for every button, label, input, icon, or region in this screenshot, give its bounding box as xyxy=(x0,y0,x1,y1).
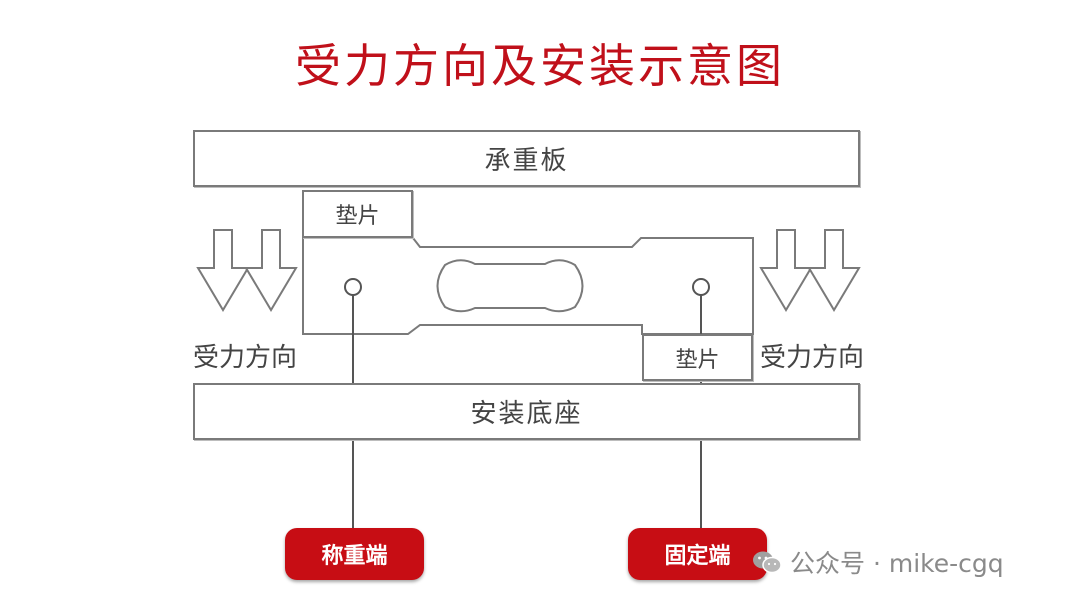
mounting-hole-weighing xyxy=(344,278,362,296)
diagram-title: 受力方向及安装示意图 xyxy=(295,39,785,93)
force-direction-label-left: 受力方向 xyxy=(193,343,298,373)
down-arrow-icon xyxy=(807,229,861,312)
watermark-text: 公众号 · mike-cgq xyxy=(790,549,1004,578)
load-plate: 承重板 xyxy=(193,130,860,187)
mounting-base: 安装底座 xyxy=(193,383,860,440)
fixed-end-badge: 固定端 xyxy=(628,528,767,580)
weighing-end-badge: 称重端 xyxy=(285,528,424,580)
mounting-hole-fixed xyxy=(692,278,710,296)
fixed-end-label: 固定端 xyxy=(664,544,731,569)
shim-top: 垫片 xyxy=(302,190,413,238)
shim-bottom-label: 垫片 xyxy=(675,347,720,373)
force-arrows-left xyxy=(196,229,298,312)
down-arrow-icon xyxy=(244,229,298,312)
mounting-base-label: 安装底座 xyxy=(470,399,583,429)
wechat-icon xyxy=(753,551,782,574)
shim-bottom: 垫片 xyxy=(642,334,753,381)
watermark: 公众号 · mike-cgq xyxy=(752,544,1004,580)
force-direction-label-right: 受力方向 xyxy=(760,343,865,373)
load-plate-label: 承重板 xyxy=(484,146,569,176)
force-arrows-right xyxy=(759,229,861,312)
strain-gauge-slot xyxy=(436,259,584,313)
weighing-end-label: 称重端 xyxy=(321,544,388,569)
down-arrow-icon xyxy=(196,229,250,312)
shim-top-label: 垫片 xyxy=(335,204,380,229)
down-arrow-icon xyxy=(759,229,813,312)
